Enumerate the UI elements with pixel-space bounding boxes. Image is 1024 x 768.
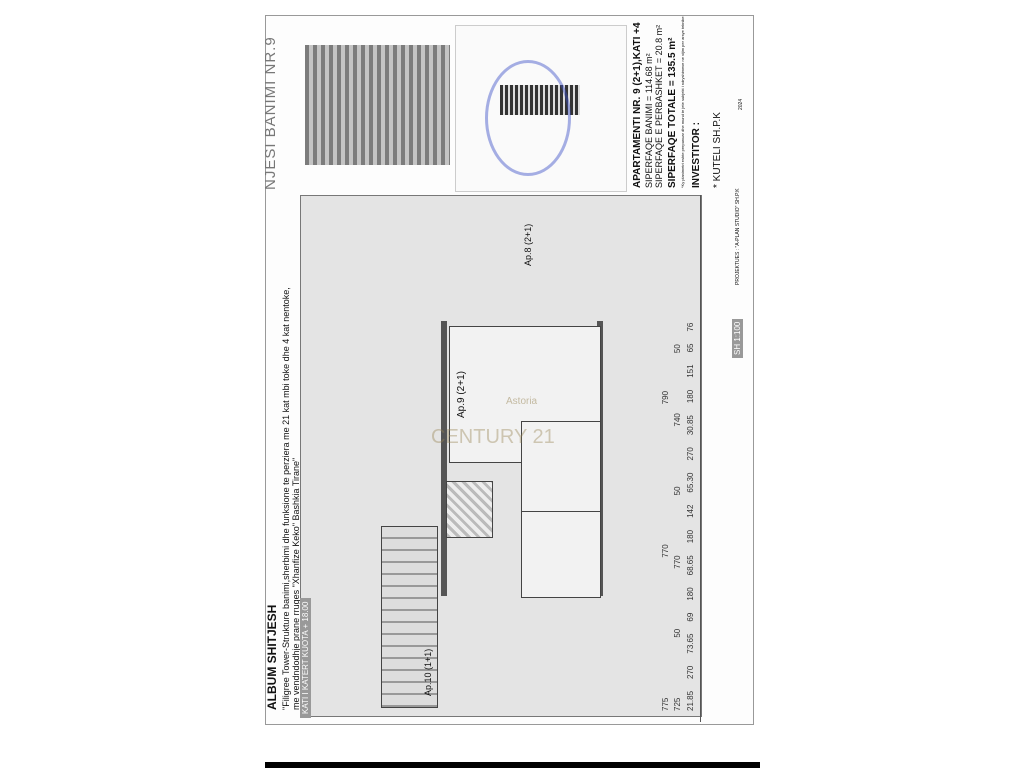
common-area: SIPERFAQE E PERBASHKET = 20.8 m² [654, 24, 664, 188]
header-title: NJESI BANIMI NR.9 [262, 36, 279, 190]
floor-label: KATI I KATERT KUOTA + 18.00 [300, 597, 311, 718]
bedroom-1 [521, 421, 601, 513]
scale: SH 1:100 [732, 318, 743, 358]
neighbor-top: Ap.8 (2+1) [523, 223, 533, 266]
year: 2024 [738, 98, 744, 110]
stair-core [381, 526, 438, 708]
unit-label: Ap.9 (2+1) [456, 371, 467, 418]
scan-edge [265, 762, 760, 768]
note: *Ky planimetri eshte perpunuar dhe mund … [680, 16, 685, 188]
album-description-1: "Filigree Tower-Strukture banimi,sherbim… [281, 287, 291, 710]
stamp-seal [485, 60, 571, 176]
investor-name: * KUTELI SH.P.K [712, 112, 723, 188]
neighbor-bottom: Ap.10 (1+1) [423, 648, 433, 696]
investor-label: INVESTITOR : [691, 122, 702, 188]
apartment-name: APARTAMENTI NR. 9 (2+1),KATI +4 [632, 22, 643, 188]
bedroom-2 [521, 511, 601, 598]
bathroom [446, 481, 493, 538]
building-photo [305, 45, 450, 165]
title-block [700, 195, 753, 722]
watermark-sub: Astoria [506, 396, 538, 407]
floor-plan: Ap.9 (2+1) Ap.8 (2+1) Ap.10 (1+1) CENTUR… [300, 195, 702, 717]
album-title: ALBUM SHITJESH [265, 604, 279, 710]
designer: PROJEKTUES : "A-PLAN STUDIO" SH.P.K [735, 188, 741, 285]
watermark: CENTURY 21 [431, 426, 555, 448]
living-area: SIPERFAQE BANIMI = 114.68 m² [644, 53, 654, 188]
total-area: SIPERFAQE TOTALE = 135.5 m² [667, 37, 678, 188]
